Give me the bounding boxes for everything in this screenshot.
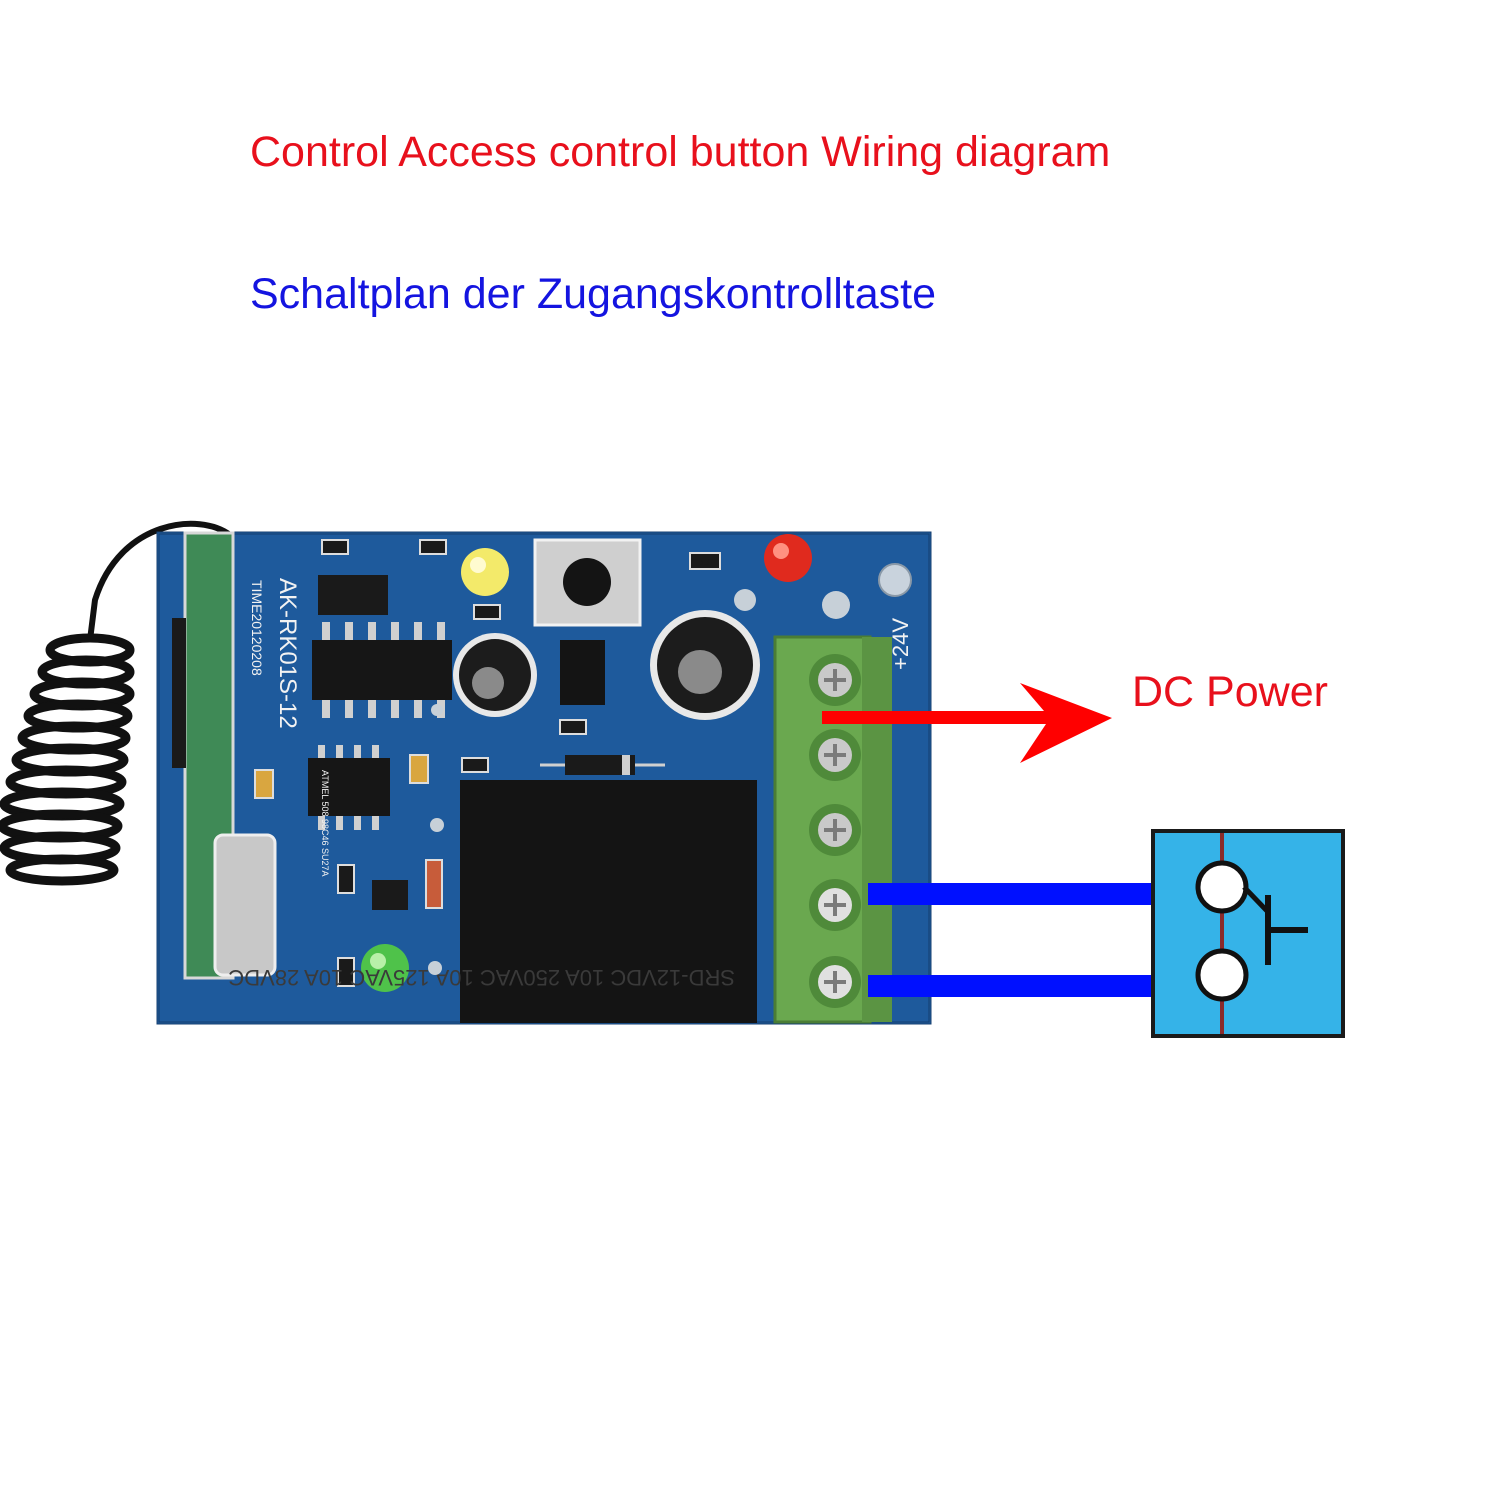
mounting-hole <box>878 563 912 597</box>
antenna-coil-icon <box>0 520 232 886</box>
crystal <box>213 833 277 977</box>
vias <box>428 589 850 975</box>
capacitor-small <box>453 633 537 717</box>
transistor <box>318 575 388 615</box>
button-wire-top <box>868 883 1158 905</box>
eeprom-chip: ATMEL 508 98C46 SU27A <box>308 745 390 877</box>
terminal-block <box>773 635 892 1024</box>
terminal-screw <box>809 956 861 1008</box>
board-model-label: AK-RK01S-12 <box>274 578 301 729</box>
led-red <box>764 534 812 582</box>
dc-power-label: DC Power <box>1132 668 1328 716</box>
regulator <box>560 640 605 705</box>
relay-marking: SRD-12VDC 10A 250VAC 10A 125VAC 10A 28VD… <box>228 965 735 990</box>
terminal-screw <box>809 879 861 931</box>
led-green <box>361 944 409 992</box>
learn-button <box>533 538 642 627</box>
ic-chip <box>312 622 452 718</box>
chip-marking: ATMEL 508 98C46 SU27A <box>320 770 330 877</box>
capacitor-large <box>650 610 760 720</box>
led-yellow <box>461 548 509 596</box>
voltage-marking: +24V <box>888 618 913 670</box>
push-button-switch-symbol-icon <box>1151 829 1345 1038</box>
resistor-marking: 332 <box>698 558 715 568</box>
relay-receiver-board: AK-RK01S-12 TIME20120208 +24V ATMEL 508 … <box>156 531 932 1025</box>
relay: SRD-12VDC 10A 250VAC 10A 125VAC 10A 28VD… <box>228 780 757 1023</box>
title-german: Schaltplan der Zugangskontrolltaste <box>250 270 937 318</box>
terminal-screw <box>809 654 861 706</box>
title-english: Control Access control button Wiring dia… <box>250 128 1111 176</box>
smd-components: 332 <box>254 539 721 987</box>
board-date-code: TIME20120208 <box>249 580 265 676</box>
terminal-screw <box>809 804 861 856</box>
button-wire-bottom <box>868 975 1158 997</box>
diode <box>540 755 665 775</box>
arrow-right-icon <box>822 683 1112 763</box>
terminal-screw <box>809 729 861 781</box>
